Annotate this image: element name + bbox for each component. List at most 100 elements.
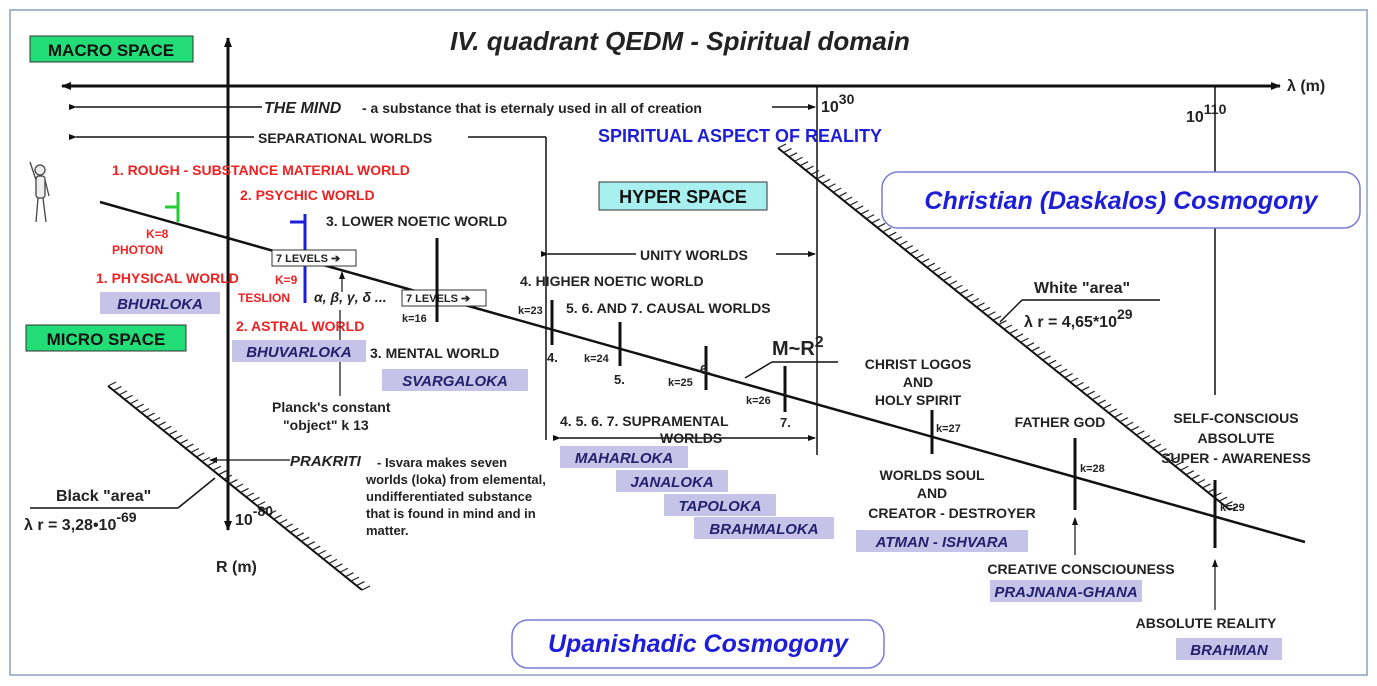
loka-bhuvarloka-box xyxy=(232,340,366,362)
hatch-tick xyxy=(1009,328,1018,334)
hatch-tick xyxy=(135,403,144,409)
hatch-tick xyxy=(168,430,178,436)
hatch-tick xyxy=(251,496,260,502)
hatch-tick xyxy=(970,297,980,304)
hatch-tick xyxy=(1147,439,1156,445)
hatch-tick xyxy=(1218,496,1228,502)
hatch-tick xyxy=(871,218,880,224)
hatch-tick xyxy=(306,541,316,547)
prakriti-line-3: undifferentiated substance xyxy=(366,489,532,504)
self-conscious-1: SELF-CONSCIOUS xyxy=(1173,410,1298,426)
hatch-tick xyxy=(345,572,354,578)
teslion-k9: K=9 xyxy=(275,273,298,287)
hatch-tick xyxy=(1064,373,1073,379)
hatch-tick xyxy=(356,581,365,587)
mr2-label: M~R2 xyxy=(772,334,824,360)
the-mind-desc: - a substance that is eternaly used in a… xyxy=(362,100,702,116)
hatch-tick xyxy=(162,425,172,431)
hatch-tick xyxy=(832,187,842,193)
seven-levels-label-1: 7 LEVELS ➔ xyxy=(276,253,341,265)
hatch-tick xyxy=(1080,386,1090,392)
christ-logos-2: AND xyxy=(903,374,933,390)
hatch-tick xyxy=(1174,461,1184,467)
hatch-tick xyxy=(295,532,305,538)
k25-label: k=25 xyxy=(668,377,693,389)
hatch-tick xyxy=(1136,430,1145,436)
white-area-formula: λ r = 4,65*1029 xyxy=(1024,306,1133,331)
hatch-tick xyxy=(278,518,288,525)
unity-bg xyxy=(636,245,776,265)
lambda-axis-label: λ (m) xyxy=(1287,78,1325,95)
hatch-tick xyxy=(788,152,798,158)
hatch-tick xyxy=(976,302,985,308)
hatch-tick xyxy=(201,456,211,462)
human-figure-icon xyxy=(29,161,50,223)
hatch-tick xyxy=(212,465,222,471)
white-area-label: White "area" xyxy=(1034,280,1130,297)
macro-space-box xyxy=(29,35,194,63)
seven-levels-box-2 xyxy=(401,289,487,307)
hatch-tick xyxy=(1058,368,1068,374)
loka-brahmaloka: BRAHMALOKA xyxy=(709,521,818,538)
self-conscious-2: ABSOLUTE xyxy=(1198,430,1275,446)
hatch-tick xyxy=(196,452,205,458)
black-area-pointer xyxy=(177,477,216,509)
k28-label: k=28 xyxy=(1080,463,1105,475)
hatch-tick xyxy=(926,262,936,268)
hatch-tick xyxy=(323,554,332,560)
macro-space-label: MACRO SPACE xyxy=(48,41,174,60)
absolute-reality-label: ABSOLUTE REALITY xyxy=(1136,615,1277,631)
frame xyxy=(9,9,1368,676)
white-area-pointer xyxy=(999,299,1023,323)
hatch-tick xyxy=(229,479,238,485)
k29-label: k=29 xyxy=(1220,502,1245,514)
hatch-tick xyxy=(339,567,349,573)
num-7: 7. xyxy=(780,415,791,430)
hatch-tick xyxy=(965,293,974,299)
world-causal: 5. 6. AND 7. CAUSAL WORLDS xyxy=(566,300,771,316)
hatch-tick xyxy=(981,306,991,312)
hatch-tick xyxy=(190,447,200,454)
hatch-tick xyxy=(1020,337,1029,343)
world-astral: 2. ASTRAL WORLD xyxy=(236,318,364,334)
upanishadic-cosmogony-label: Upanishadic Cosmogony xyxy=(548,630,849,658)
num-5: 5. xyxy=(614,372,625,387)
hatch-tick xyxy=(1036,350,1046,357)
hatch-tick xyxy=(317,549,327,556)
hatch-tick xyxy=(910,249,919,255)
world-physical: 1. PHYSICAL WORLD xyxy=(96,270,239,286)
hatch-tick xyxy=(223,474,233,480)
hatch-tick xyxy=(805,165,814,171)
hatch-tick xyxy=(118,390,128,396)
the-mind-bg xyxy=(262,97,772,117)
loka-brahman: BRAHMAN xyxy=(1190,642,1269,659)
separational-bg xyxy=(254,127,468,147)
father-god-label: FATHER GOD xyxy=(1015,414,1106,430)
loka-atman-box xyxy=(856,530,1028,552)
loka-tapoloka-box xyxy=(664,494,776,516)
unity-worlds-label: UNITY WORLDS xyxy=(640,247,748,263)
worlds-soul-1: WORLDS SOUL xyxy=(880,467,985,483)
planck-label-1: Planck's constant xyxy=(272,399,391,415)
greek-letters: α, β, γ, δ ... xyxy=(314,289,387,305)
self-conscious-3: SUPER - AWARENESS xyxy=(1161,450,1311,466)
hatch-tick xyxy=(262,505,271,511)
hatch-tick xyxy=(334,563,343,569)
worlds-soul-3: CREATOR - DESTROYER xyxy=(868,505,1036,521)
christian-cosmogony-label: Christian (Daskalos) Cosmogony xyxy=(924,187,1318,215)
hatch-tick xyxy=(157,421,166,427)
loka-brahmaloka-box xyxy=(694,517,834,539)
white-area-hatch xyxy=(777,143,1239,511)
hatch-tick xyxy=(1141,434,1151,440)
hatch-tick xyxy=(937,271,947,277)
num-6: 6. xyxy=(700,362,711,377)
hatch-tick xyxy=(959,289,969,295)
hatch-tick xyxy=(1158,448,1167,454)
hatch-tick xyxy=(1196,478,1206,485)
loka-janaloka: JANALOKA xyxy=(630,474,713,491)
hatch-tick xyxy=(948,280,958,286)
micro-space-box xyxy=(25,324,187,352)
hatch-tick xyxy=(882,227,892,233)
prakriti-line-4: that is found in mind and in xyxy=(366,506,536,521)
